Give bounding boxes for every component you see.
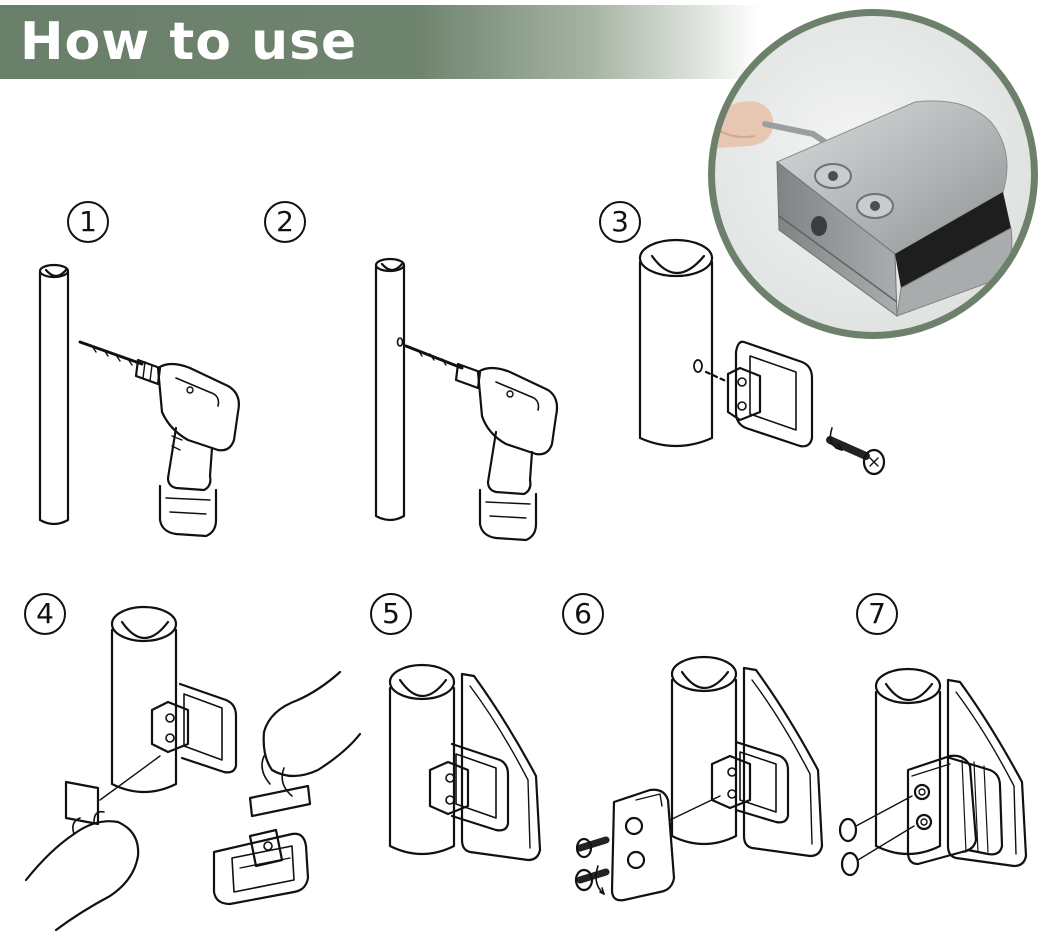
step-2-illustration (374, 257, 559, 542)
title-banner: How to use (0, 5, 760, 79)
step-number-5: 5 (370, 593, 412, 635)
step-4-illustration (24, 605, 362, 932)
step-3-illustration (638, 238, 886, 476)
step-7-illustration (838, 667, 1028, 877)
clamp-photo-drawing (715, 100, 1013, 318)
banner-title: How to use (20, 12, 358, 72)
clamp-photo-inset (708, 9, 1038, 339)
step-number-4: 4 (24, 593, 66, 635)
step-6-illustration (574, 655, 824, 902)
step-number-7: 7 (856, 593, 898, 635)
step-number-6: 6 (562, 593, 604, 635)
step-number-3: 3 (599, 201, 641, 243)
step-5-illustration (388, 663, 542, 862)
step-1-illustration (38, 263, 240, 538)
step-number-2: 2 (264, 201, 306, 243)
step-number-1: 1 (67, 201, 109, 243)
